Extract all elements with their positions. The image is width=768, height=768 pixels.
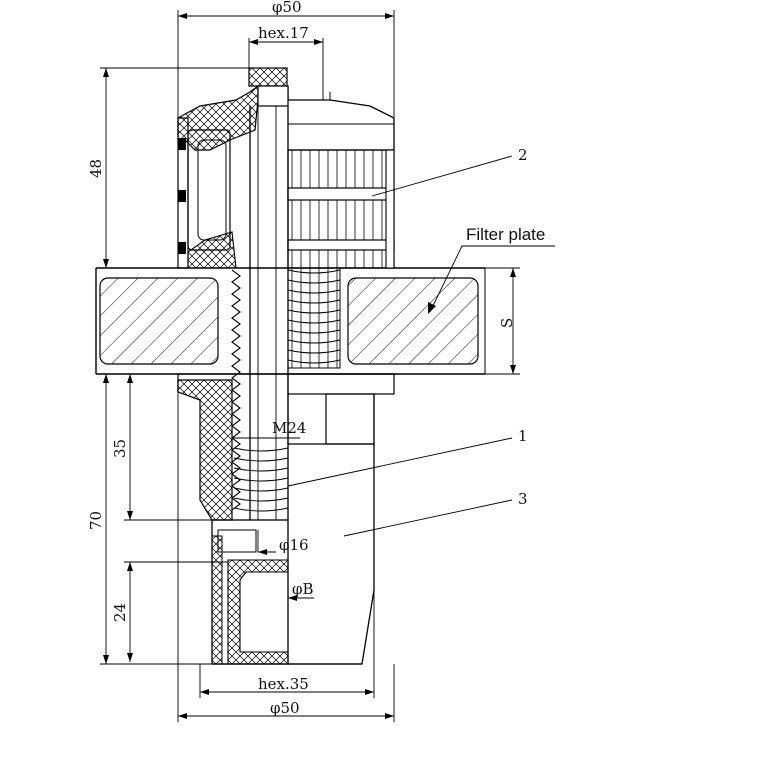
central-shaft bbox=[233, 85, 341, 520]
thread-label: M24 bbox=[272, 419, 306, 437]
filter-plate bbox=[95, 267, 486, 375]
callout-part-3: 3 bbox=[518, 490, 528, 508]
callout-part-2: 2 bbox=[518, 146, 528, 164]
bottom-hex-label: hex.35 bbox=[258, 675, 309, 693]
length-35-label: 35 bbox=[111, 439, 129, 458]
top-hex-label: hex.17 bbox=[258, 24, 309, 42]
bottom-diameter-label: φ50 bbox=[270, 699, 300, 717]
bore-label: φ16 bbox=[279, 536, 309, 554]
callout-part-1: 1 bbox=[518, 427, 528, 445]
callout-leaders bbox=[287, 155, 555, 537]
height-70-label: 70 bbox=[87, 511, 105, 530]
dimension-lines bbox=[100, 10, 520, 722]
height-48-label: 48 bbox=[87, 159, 105, 178]
inner-diameter-label: φB bbox=[292, 580, 314, 598]
dimension-arrows bbox=[103, 13, 516, 719]
thickness-label: S bbox=[498, 318, 516, 328]
callout-filter-plate: Filter plate bbox=[466, 225, 545, 244]
top-diameter-label: φ50 bbox=[272, 0, 302, 16]
filter-plate-arrow bbox=[428, 302, 436, 314]
upper-cap bbox=[177, 67, 395, 269]
lower-housing bbox=[177, 269, 395, 665]
height-24-label: 24 bbox=[111, 603, 129, 622]
